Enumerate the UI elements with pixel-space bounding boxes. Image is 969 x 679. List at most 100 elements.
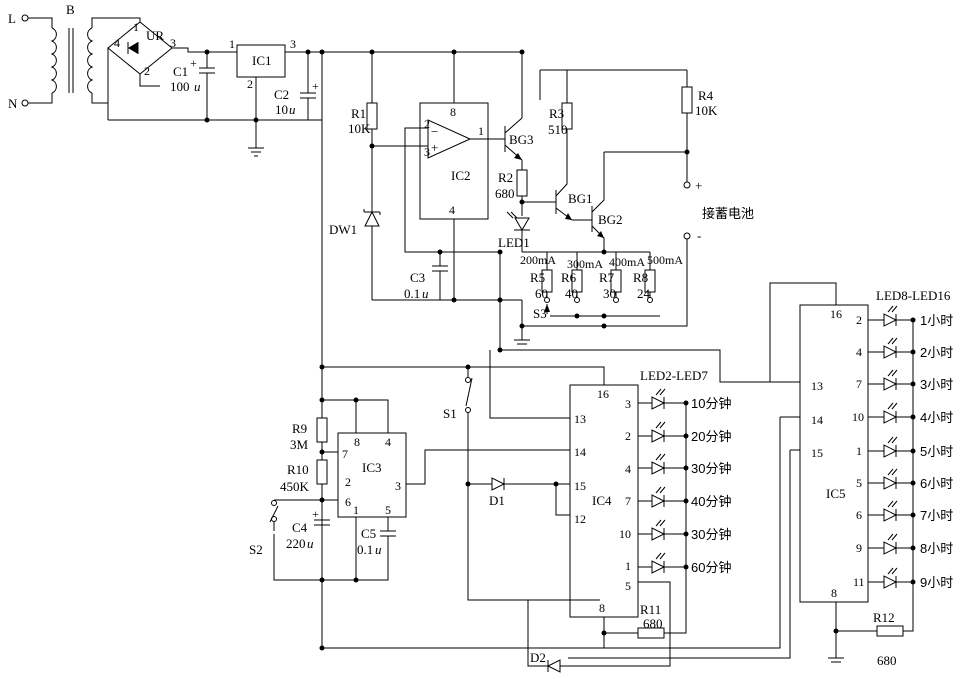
svg-text:12: 12 — [574, 512, 586, 526]
current-select-resistors: 200mA 300mA 400mA 500mA R5 60 R6 40 R7 3… — [520, 252, 683, 303]
svg-text:450K: 450K — [280, 479, 310, 494]
ic2-opamp: − + IC2 8 4 2 3 1 — [372, 52, 505, 300]
svg-text:2: 2 — [856, 313, 862, 327]
minute-label-5: 30分钟 — [691, 527, 731, 542]
svg-text:200mA: 200mA — [520, 253, 556, 267]
svg-text:C2: C2 — [274, 87, 289, 102]
svg-text:5: 5 — [856, 476, 862, 490]
svg-text:400mA: 400mA — [609, 255, 645, 269]
svg-text:+: + — [312, 79, 319, 93]
svg-text:R5: R5 — [530, 270, 545, 285]
svg-text:+: + — [190, 56, 197, 70]
svg-text:BG2: BG2 — [598, 212, 623, 227]
svg-text:680: 680 — [495, 186, 515, 201]
svg-text:u: u — [375, 542, 382, 557]
svg-text:16: 16 — [597, 387, 609, 401]
resistor-r4: R4 10K — [682, 70, 718, 182]
svg-text:S3: S3 — [533, 306, 547, 321]
svg-text:2: 2 — [144, 64, 150, 78]
svg-text:1: 1 — [229, 37, 235, 51]
resistor-r1: R1 10K — [348, 52, 377, 212]
hour-led-8 — [884, 534, 897, 554]
svg-text:S1: S1 — [443, 406, 457, 421]
hour-label-1: 1小时 — [920, 313, 953, 328]
svg-text:IC5: IC5 — [826, 486, 846, 501]
minute-label-2: 20分钟 — [691, 429, 731, 444]
svg-text:IC3: IC3 — [362, 460, 382, 475]
svg-text:u: u — [194, 79, 201, 94]
svg-text:UR: UR — [146, 28, 164, 43]
svg-text:13: 13 — [574, 412, 586, 426]
hour-led-1 — [884, 306, 897, 326]
hour-led-9 — [884, 568, 897, 588]
terminal-l-label: L — [8, 11, 16, 26]
svg-text:680: 680 — [643, 616, 663, 631]
svg-text:220: 220 — [286, 536, 306, 551]
svg-text:2: 2 — [424, 117, 430, 131]
resistor-r3: R3 510 — [540, 70, 687, 180]
hour-label-5: 5小时 — [920, 444, 953, 459]
svg-text:10: 10 — [619, 527, 631, 541]
svg-text:D2: D2 — [530, 650, 546, 665]
svg-text:500mA: 500mA — [647, 253, 683, 267]
svg-text:3M: 3M — [290, 437, 309, 452]
svg-text:13: 13 — [811, 379, 823, 393]
svg-text:接蓄电池: 接蓄电池 — [702, 206, 754, 221]
svg-text:C3: C3 — [410, 270, 425, 285]
svg-text:10K: 10K — [695, 103, 718, 118]
svg-text:5: 5 — [385, 503, 391, 517]
svg-text:IC2: IC2 — [451, 168, 471, 183]
svg-text:30: 30 — [603, 286, 616, 301]
transformer-label: B — [66, 2, 75, 17]
hour-label-7: 7小时 — [920, 508, 953, 523]
svg-text:4: 4 — [449, 203, 455, 217]
svg-text:9: 9 — [856, 541, 862, 555]
resistor-r12 — [877, 626, 903, 636]
svg-text:10: 10 — [852, 410, 864, 424]
svg-text:6: 6 — [345, 495, 351, 509]
svg-text:R8: R8 — [633, 270, 648, 285]
svg-text:40: 40 — [565, 286, 578, 301]
svg-text:R12: R12 — [873, 610, 895, 625]
svg-text:7: 7 — [342, 447, 348, 461]
svg-text:R7: R7 — [599, 270, 615, 285]
svg-text:R11: R11 — [640, 602, 661, 617]
svg-text:15: 15 — [811, 446, 823, 460]
svg-text:4: 4 — [114, 36, 120, 50]
svg-text:1: 1 — [353, 503, 359, 517]
svg-text:u: u — [307, 536, 314, 551]
svg-text:LED2-LED7: LED2-LED7 — [640, 368, 708, 383]
switch-s3[interactable]: S3 — [533, 304, 660, 321]
svg-text:4: 4 — [385, 435, 391, 449]
capacitor-c3: C3 0.1 u — [404, 250, 448, 302]
led1: LED1 — [498, 212, 530, 252]
svg-text:+: + — [695, 178, 702, 193]
svg-text:6: 6 — [856, 508, 862, 522]
transistor-bg1: BG1 — [556, 180, 593, 220]
hour-led-6 — [884, 469, 897, 489]
svg-text:3: 3 — [424, 145, 430, 159]
svg-text:S2: S2 — [249, 542, 263, 557]
terminal-n-label: N — [8, 96, 18, 111]
svg-text:C1: C1 — [173, 64, 188, 79]
svg-text:680: 680 — [877, 653, 897, 668]
hour-label-2: 2小时 — [920, 345, 953, 360]
hour-led-4 — [884, 403, 897, 423]
zener-dw1: DW1 — [329, 209, 380, 300]
svg-text:IC4: IC4 — [592, 493, 612, 508]
svg-text:−: − — [431, 124, 438, 139]
svg-text:5: 5 — [625, 579, 631, 593]
ic4-led-bank: 10分钟20分钟30分钟40分钟30分钟60分钟 — [638, 389, 731, 575]
svg-text:C4: C4 — [292, 520, 308, 535]
minute-label-6: 60分钟 — [691, 560, 731, 575]
resistor-r2: R2 680 — [495, 170, 556, 216]
svg-text:0.1: 0.1 — [404, 286, 420, 301]
hour-led-3 — [884, 370, 897, 390]
svg-text:8: 8 — [599, 601, 605, 615]
svg-text:u: u — [289, 102, 296, 117]
hour-label-6: 6小时 — [920, 476, 953, 491]
svg-text:R9: R9 — [292, 421, 307, 436]
svg-text:LED1: LED1 — [498, 235, 530, 250]
svg-text:+: + — [312, 507, 319, 521]
